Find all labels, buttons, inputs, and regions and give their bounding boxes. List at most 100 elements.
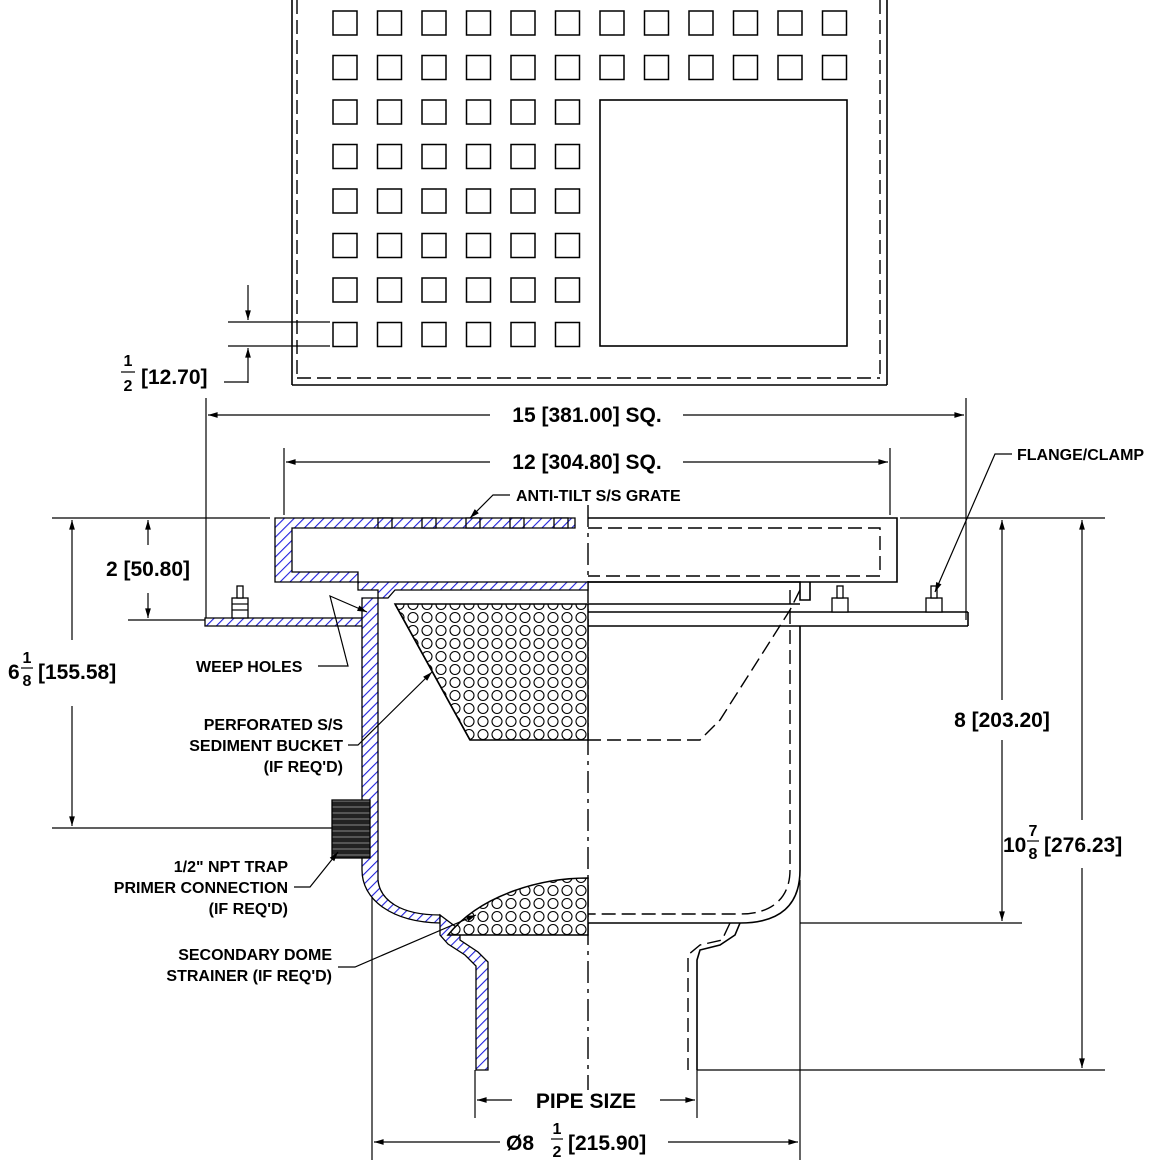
grate-slot <box>643 10 670 36</box>
grate-slot <box>376 277 403 303</box>
sediment-bucket-line-3: (IF REQ'D) <box>264 759 343 776</box>
callout-flange-clamp: FLANGE/CLAMP <box>934 447 1144 593</box>
grate-slot <box>643 54 670 81</box>
trap-primer-line-2: PRIMER CONNECTION <box>114 880 288 897</box>
overall-height-num: 7 <box>1029 823 1038 840</box>
grate-slot <box>376 10 403 36</box>
grate-slot <box>421 188 447 214</box>
grate-slot <box>332 10 358 36</box>
grate-slot <box>332 54 358 81</box>
grate-slot <box>421 321 447 348</box>
grate-width-dimension: 12 [304.80] SQ. <box>283 448 891 515</box>
grate-slot <box>510 232 536 259</box>
grate-plan-view <box>291 0 888 386</box>
dome-strainer-line-2: STRAINER (IF REQ'D) <box>166 968 332 985</box>
pipe-size-dimension: PIPE SIZE <box>477 1090 696 1113</box>
grate-slot-grid <box>332 10 848 348</box>
trap-primer-line-3: (IF REQ'D) <box>209 901 288 918</box>
dome-strainer-line-1: SECONDARY DOME <box>178 947 332 964</box>
anti-tilt-grate-label: ANTI-TILT S/S GRATE <box>516 488 681 505</box>
slot-dim-den: 2 <box>124 378 133 395</box>
weep-holes-label: WEEP HOLES <box>196 659 303 676</box>
grate-slot <box>376 321 403 348</box>
grate-slot <box>599 10 625 36</box>
body-diameter-dimension: Ø8 1 2 [215.90] <box>374 1121 799 1161</box>
grate-slot <box>554 277 581 303</box>
grate-slot <box>376 99 403 125</box>
overall-height-whole: 10 <box>1003 834 1026 857</box>
grate-slot <box>465 321 492 348</box>
grate-slot <box>332 277 358 303</box>
callout-sediment-bucket: PERFORATED S/S SEDIMENT BUCKET (IF REQ'D… <box>189 671 433 776</box>
grate-slot <box>821 10 848 36</box>
grate-slot <box>777 54 803 81</box>
grate-slot <box>688 10 714 36</box>
grate-slot <box>421 99 447 125</box>
body-diameter-whole: Ø8 <box>506 1132 534 1155</box>
grate-slot <box>777 10 803 36</box>
overall-height-dimension: 10 7 8 [276.23] <box>1003 519 1122 1068</box>
grate-slot <box>510 321 536 348</box>
grate-slot <box>465 54 492 81</box>
flange-to-outlet-num: 1 <box>23 650 32 667</box>
grate-slot <box>510 10 536 36</box>
section-right-half <box>588 517 969 1070</box>
grate-slot <box>421 54 447 81</box>
body-diameter-num: 1 <box>553 1121 562 1138</box>
flange-to-outlet-den: 8 <box>23 673 32 690</box>
grate-slot <box>554 143 581 170</box>
grate-slot <box>554 99 581 125</box>
grate-slot <box>510 143 536 170</box>
grate-slot <box>510 277 536 303</box>
grate-slot <box>376 54 403 81</box>
grate-slot <box>732 10 759 36</box>
grate-slot <box>332 143 358 170</box>
grate-slot <box>688 54 714 81</box>
body-diameter-metric: [215.90] <box>568 1132 646 1155</box>
body-height-dimension: 8 [203.20] <box>954 519 1050 922</box>
grate-width-label: 12 [304.80] SQ. <box>512 451 661 474</box>
body-diameter-den: 2 <box>553 1144 562 1161</box>
grate-slot <box>465 277 492 303</box>
callout-trap-primer: 1/2" NPT TRAP PRIMER CONNECTION (IF REQ'… <box>114 851 339 918</box>
grate-slot <box>510 99 536 125</box>
overall-height-metric: [276.23] <box>1044 834 1122 857</box>
section-left-half <box>204 517 589 1071</box>
grate-slot <box>465 10 492 36</box>
grate-slot <box>376 143 403 170</box>
overall-height-den: 8 <box>1029 846 1038 863</box>
grate-slot <box>332 321 358 348</box>
grate-slot <box>421 232 447 259</box>
grate-slot <box>510 54 536 81</box>
trap-primer-line-1: 1/2" NPT TRAP <box>174 859 289 876</box>
grate-slot <box>732 54 759 81</box>
callout-dome-strainer: SECONDARY DOME STRAINER (IF REQ'D) <box>166 914 477 985</box>
grate-open-panel <box>599 99 848 347</box>
grate-slot <box>821 54 848 81</box>
grate-slot <box>554 321 581 348</box>
sediment-bucket-line-2: SEDIMENT BUCKET <box>189 738 343 755</box>
grate-slot <box>332 188 358 214</box>
flange-to-outlet-dimension: 6 1 8 [155.58] <box>8 519 116 827</box>
flange-to-outlet-whole: 6 <box>8 661 20 684</box>
grate-slot <box>510 188 536 214</box>
flange-to-outlet-metric: [155.58] <box>38 661 116 684</box>
grate-slot <box>421 277 447 303</box>
sediment-bucket-line-1: PERFORATED S/S <box>204 717 344 734</box>
slot-dimension: 1 2 [12.70] <box>121 285 330 395</box>
grate-depth-dimension: 2 [50.80] <box>106 519 190 619</box>
grate-slot <box>332 99 358 125</box>
overall-width-label: 15 [381.00] SQ. <box>512 404 661 427</box>
slot-dim-num: 1 <box>124 353 133 370</box>
grate-slot <box>421 10 447 36</box>
pipe-size-label: PIPE SIZE <box>536 1090 636 1113</box>
callout-weep-holes: WEEP HOLES <box>196 594 368 676</box>
grate-slot <box>465 188 492 214</box>
grate-slot <box>465 99 492 125</box>
overall-width-dimension: 15 [381.00] SQ. <box>205 398 967 620</box>
grate-slot <box>554 10 581 36</box>
body-height-label: 8 [203.20] <box>954 709 1050 732</box>
flange-clamp-label: FLANGE/CLAMP <box>1017 447 1144 464</box>
grate-slot <box>599 54 625 81</box>
